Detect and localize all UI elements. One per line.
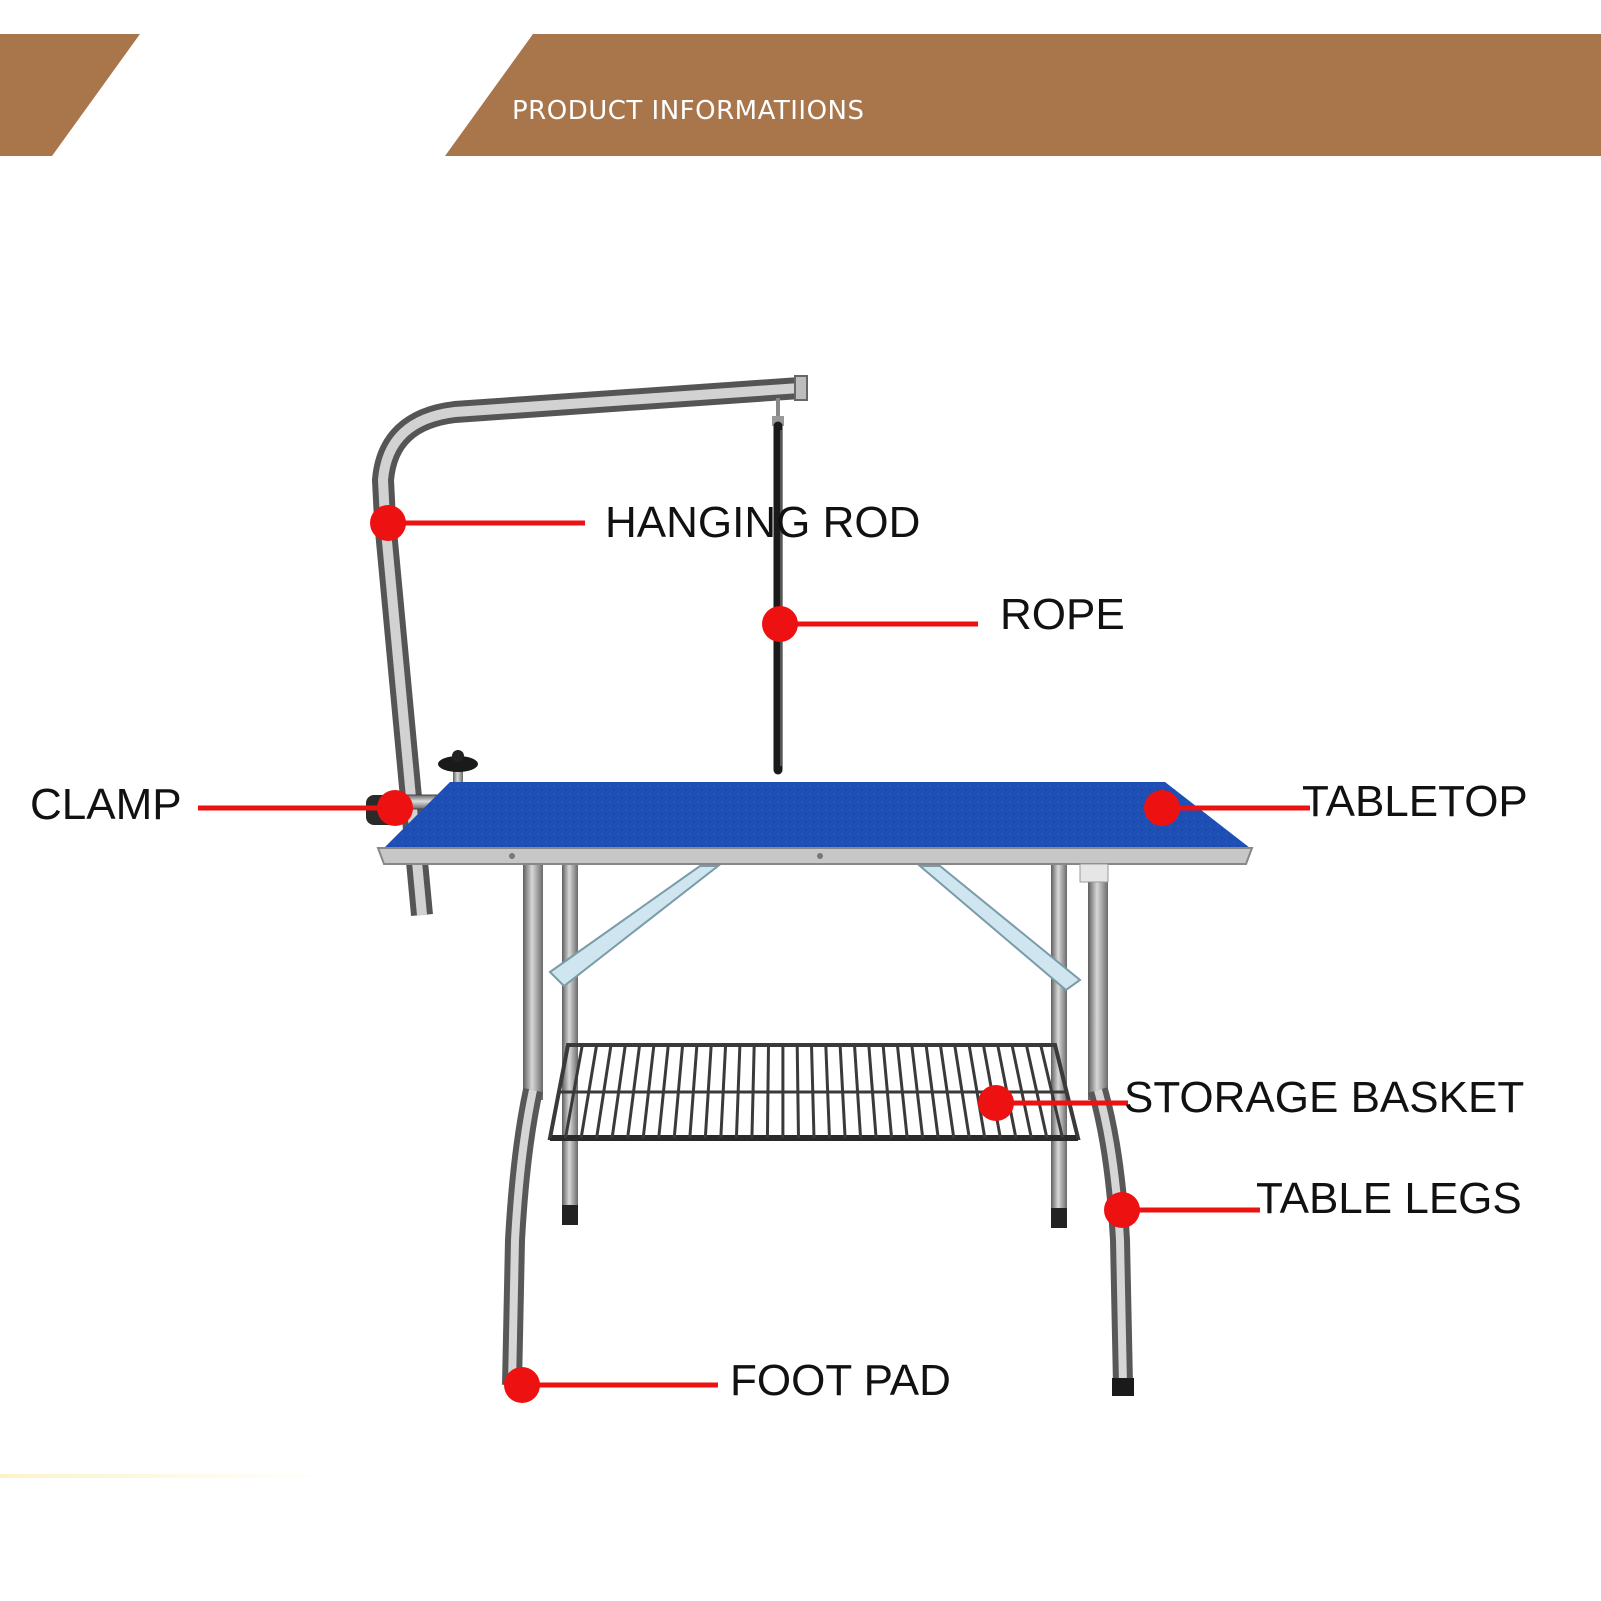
basket-wire — [703, 1044, 713, 1139]
basket-wire — [1039, 1044, 1064, 1139]
banner-right-band — [445, 34, 1601, 156]
page-title: PRODUCT INFORMATIIONS — [512, 96, 865, 126]
basket-wire — [824, 1044, 831, 1139]
callout-foot-pad: FOOT PAD — [730, 1356, 951, 1405]
basket-wire — [765, 1044, 770, 1139]
basket-wire — [953, 1044, 971, 1139]
basket-wire — [657, 1044, 670, 1139]
callout-tabletop: TABLETOP — [1302, 777, 1528, 826]
basket-wire — [641, 1044, 656, 1139]
basket-wire — [610, 1044, 627, 1139]
callout-storage-basket: STORAGE BASKET — [1124, 1073, 1525, 1122]
basket-wire — [881, 1044, 894, 1139]
basket-wire — [579, 1044, 599, 1139]
banner-left-band — [0, 34, 140, 156]
callout-table-legs: TABLE LEGS — [1256, 1174, 1522, 1223]
tabletop — [376, 782, 1254, 883]
callout-hanging-rod: HANGING ROD — [605, 498, 921, 547]
basket-wire — [734, 1044, 742, 1139]
table-legs — [502, 860, 1134, 1396]
storage-basket — [547, 1043, 1081, 1141]
callout-clamp: CLAMP — [30, 780, 182, 829]
basket-wire — [895, 1044, 909, 1139]
basket-wire — [548, 1044, 570, 1139]
basket-wire — [1010, 1044, 1033, 1139]
bottom-fade-line — [0, 1474, 330, 1478]
basket-wire — [838, 1044, 847, 1139]
basket-wire — [1024, 1044, 1049, 1139]
basket-wire — [719, 1044, 728, 1139]
rope — [772, 398, 784, 775]
basket-wire — [688, 1044, 699, 1139]
folding-braces — [548, 865, 1082, 992]
basket-wire — [867, 1044, 878, 1139]
hanging-rod — [371, 375, 808, 917]
basket-wire — [938, 1044, 956, 1139]
basket-wire — [924, 1044, 940, 1139]
basket-wire — [672, 1044, 685, 1139]
callout-markers — [198, 505, 1310, 1403]
callout-rope: ROPE — [1000, 590, 1125, 639]
basket-wire — [1053, 1044, 1080, 1139]
basket-wire — [795, 1044, 800, 1139]
basket-wire — [853, 1044, 863, 1139]
basket-wire — [810, 1044, 816, 1139]
basket-wire — [595, 1044, 613, 1139]
basket-wire — [967, 1044, 987, 1139]
basket-wire — [564, 1044, 584, 1139]
basket-wire — [750, 1044, 756, 1139]
basket-wire — [910, 1044, 925, 1139]
basket-wire — [626, 1044, 642, 1139]
